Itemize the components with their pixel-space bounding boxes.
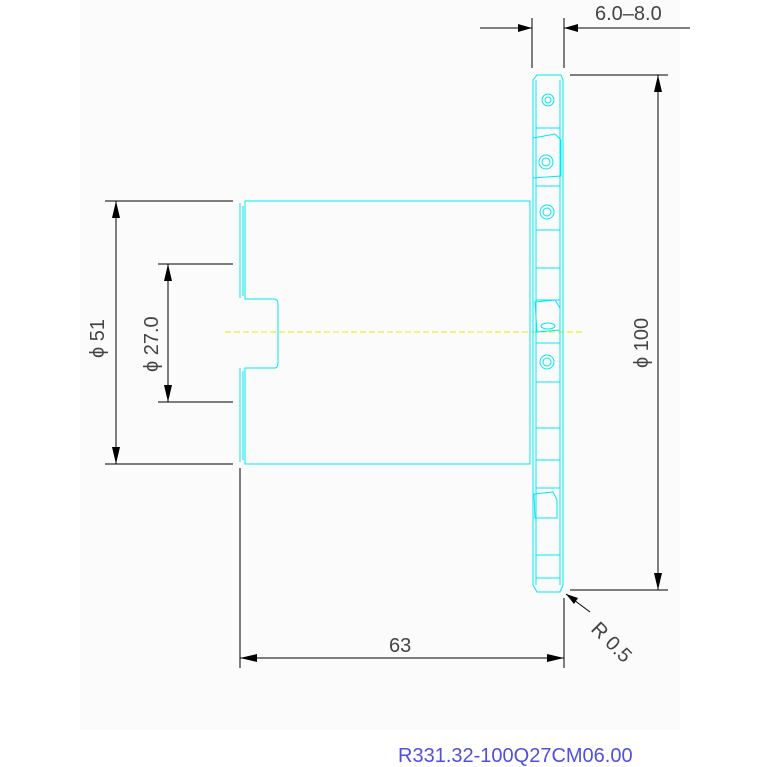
shank-diameter-label: ϕ 51 [87, 319, 109, 358]
shank-diameter-dimension: ϕ 51 [87, 200, 233, 465]
bore-diameter-label: ϕ 27.0 [141, 316, 163, 372]
cutter-disc [532, 74, 564, 593]
outer-diameter-label: ϕ 100 [631, 318, 653, 368]
thickness-dimension: 6.0–8.0 [480, 3, 690, 68]
thickness-label: 6.0–8.0 [595, 3, 662, 25]
length-dimension: 63 [239, 468, 565, 668]
outer-diameter-dimension: ϕ 100 [570, 74, 668, 591]
sheet-background [80, 0, 680, 730]
bore-diameter-dimension: ϕ 27.0 [141, 263, 233, 403]
length-label: 63 [389, 635, 411, 657]
part-number: R331.32-100Q27CM06.00 [398, 745, 633, 767]
shank-body [239, 200, 531, 465]
